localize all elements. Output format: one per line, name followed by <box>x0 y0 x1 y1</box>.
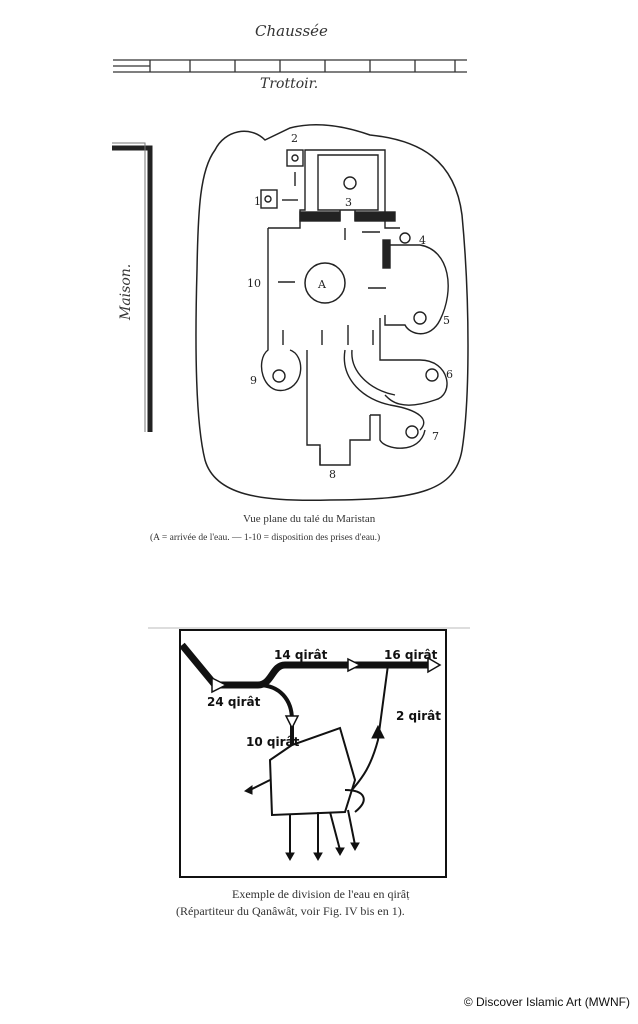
outlet-4: 4 <box>419 234 426 247</box>
outlet-3: 3 <box>345 196 352 209</box>
outlet-7: 7 <box>432 430 439 443</box>
copyright-credit: © Discover Islamic Art (MWNF) <box>463 995 630 1009</box>
sidewalk-label: Trottoir. <box>260 76 318 92</box>
plan-caption-title: Vue plane du talé du Maristan <box>243 513 376 525</box>
house-label: Maison. <box>118 264 134 321</box>
inlet-label: A <box>317 278 327 291</box>
road-label: Chaussée <box>255 22 328 40</box>
label-2-qirat: 2 qirât <box>396 709 441 723</box>
water-inlet-circle <box>304 262 346 304</box>
plan-caption-note: (A = arrivée de l'eau. — 1-10 = disposit… <box>150 533 381 543</box>
outlet-2: 2 <box>291 132 298 145</box>
outlet-8: 8 <box>329 468 336 481</box>
basin-outline <box>195 123 469 502</box>
label-10-qirat: 10 qirât <box>246 735 300 749</box>
label-16-qirat: 16 qirât <box>384 648 438 662</box>
outlet-10: 10 <box>247 277 261 290</box>
division-caption-note: (Répartiteur du Qanâwât, voir Fig. IV bi… <box>176 904 405 918</box>
label-14-qirat: 14 qirât <box>274 648 328 662</box>
division-caption-title: Exemple de division de l'eau en qirâṭ <box>232 887 410 901</box>
outlet-9: 9 <box>250 374 257 387</box>
house-wall <box>112 145 153 432</box>
division-frame <box>179 629 447 878</box>
outlet-1: 1 <box>254 195 261 208</box>
outlet-6: 6 <box>446 368 453 381</box>
channels <box>260 149 449 466</box>
curb <box>113 59 467 73</box>
division-channels <box>179 642 442 862</box>
outlet-5: 5 <box>443 314 450 327</box>
label-24-qirat: 24 qirât <box>207 695 261 709</box>
